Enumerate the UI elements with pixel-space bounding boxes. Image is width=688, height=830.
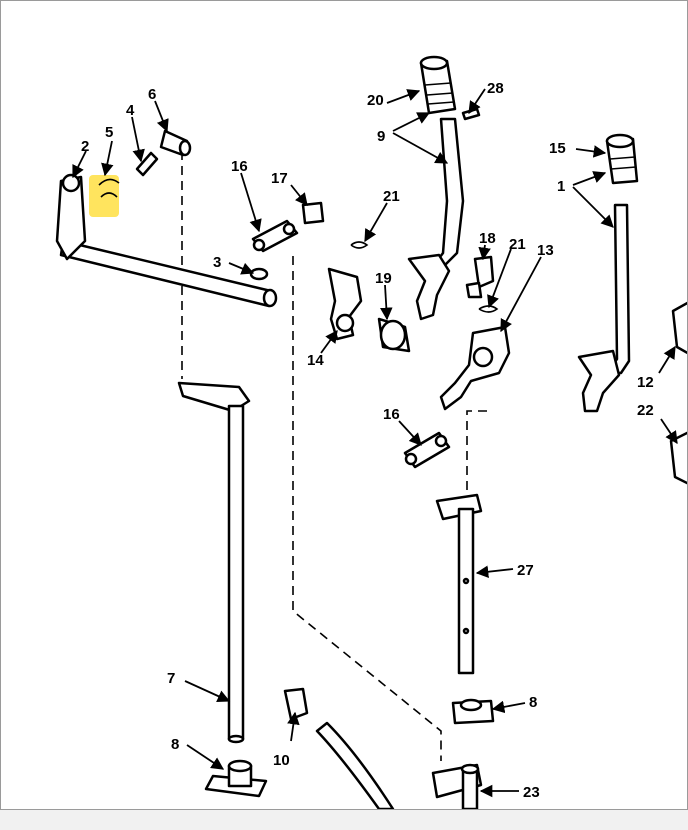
rod-part-7 xyxy=(177,381,251,744)
callout-9: 9 xyxy=(377,128,385,145)
bracket-part-16-upper xyxy=(251,219,299,253)
callout-8-left: 8 xyxy=(171,736,179,753)
callout-17: 17 xyxy=(271,170,288,187)
callout-2: 2 xyxy=(81,138,89,155)
callout-27: 27 xyxy=(517,562,534,579)
fork-part-14 xyxy=(327,267,363,341)
clip-part-21-upper xyxy=(350,241,369,249)
cross-shaft-part-2 xyxy=(55,173,278,308)
highlighted-part-5 xyxy=(89,175,120,217)
shift-lever-part-9 xyxy=(407,117,465,321)
rod-part-27 xyxy=(435,493,483,675)
callout-28: 28 xyxy=(487,80,504,97)
callout-21-lower: 21 xyxy=(509,236,526,253)
callout-13: 13 xyxy=(537,242,554,259)
callout-5: 5 xyxy=(105,124,113,141)
arm-part-23 xyxy=(431,763,483,809)
edge-part-22 xyxy=(669,431,687,485)
nut-part-17 xyxy=(301,201,325,225)
callout-10: 10 xyxy=(273,752,290,769)
callout-22: 22 xyxy=(637,402,654,419)
clip-part-21-lower xyxy=(478,305,499,313)
lever-part-1 xyxy=(577,203,631,413)
knob-part-20 xyxy=(419,55,457,115)
fitting-part-10 xyxy=(283,687,309,721)
pin-part-6 xyxy=(159,129,192,157)
callout-16-upper: 16 xyxy=(231,158,248,175)
callout-1: 1 xyxy=(557,178,565,195)
assembly-dashed-lines xyxy=(181,151,487,761)
callout-21-upper: 21 xyxy=(383,188,400,205)
bracket-part-16-lower xyxy=(403,431,451,469)
exploded-parts-diagram: 2 5 4 6 3 16 17 21 20 28 9 18 21 13 19 1… xyxy=(55,55,687,809)
callout-labels: 2 5 4 6 3 16 17 21 20 28 9 18 21 13 19 1… xyxy=(81,80,654,801)
callout-18: 18 xyxy=(479,230,496,247)
bushing-part-19 xyxy=(377,317,411,353)
edge-part-12 xyxy=(671,301,687,355)
callout-6: 6 xyxy=(148,86,156,103)
callout-16-lower: 16 xyxy=(383,406,400,423)
leader-lines xyxy=(72,88,678,798)
callout-14: 14 xyxy=(307,352,324,369)
callout-19: 19 xyxy=(375,270,392,287)
callout-3: 3 xyxy=(213,254,221,271)
callout-8-right: 8 xyxy=(529,694,537,711)
bracket-part-8-left xyxy=(204,759,268,798)
bracket-part-13 xyxy=(439,325,511,411)
fitting-part-18 xyxy=(465,255,495,299)
callout-15: 15 xyxy=(549,140,566,157)
callout-4: 4 xyxy=(126,102,135,119)
callout-23: 23 xyxy=(523,784,540,801)
knob-part-15 xyxy=(605,133,639,185)
bracket-part-8-right xyxy=(451,698,495,725)
callout-7: 7 xyxy=(167,670,175,687)
callout-20: 20 xyxy=(367,92,384,109)
diagram-frame: 2 5 4 6 3 16 17 21 20 28 9 18 21 13 19 1… xyxy=(0,0,688,810)
clip-part-3 xyxy=(249,267,269,281)
curved-link-bottom xyxy=(315,721,395,809)
callout-12: 12 xyxy=(637,374,654,391)
pin-part-4 xyxy=(135,151,159,177)
